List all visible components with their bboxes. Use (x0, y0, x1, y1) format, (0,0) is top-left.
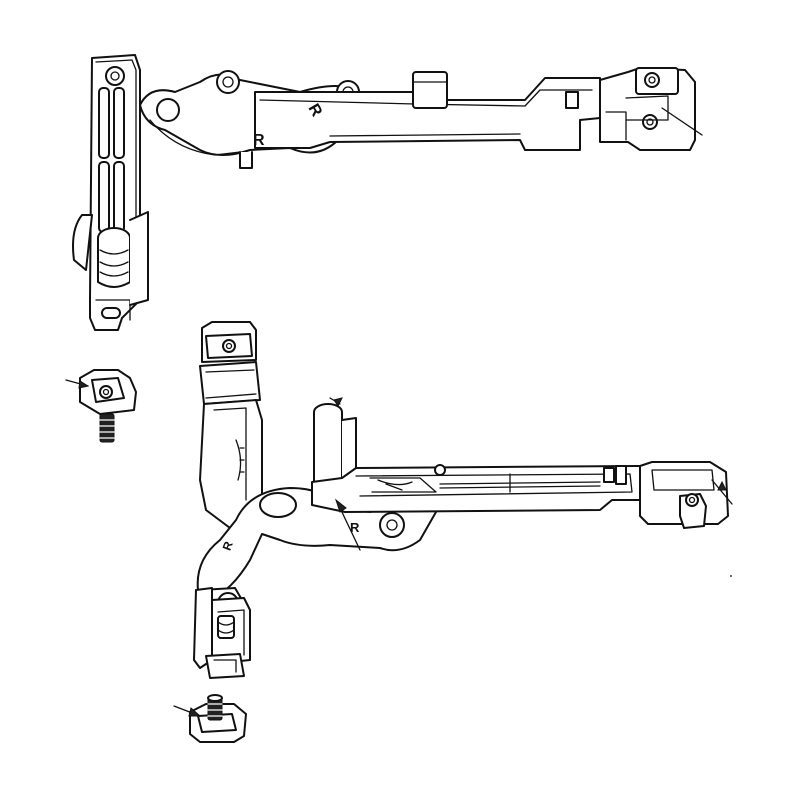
lower-top-clip (199, 321, 261, 405)
upper-horizontal-slide-rail (254, 71, 601, 151)
lower-hinge-assembly: R R (193, 321, 733, 679)
upper-end-bracket (599, 67, 703, 151)
upper-side-mark: R (253, 132, 265, 149)
lower-slide-mark: R (350, 520, 360, 535)
lower-callout-arrow (334, 498, 347, 513)
upper-hinge-assembly: R R (72, 54, 703, 331)
loose-clamp-screw-lower (173, 694, 247, 743)
lower-vertical-body (199, 399, 263, 529)
lower-vertical-leg (193, 587, 251, 679)
upper-pivot-cylinder (72, 211, 149, 306)
lower-horizontal-slide (311, 464, 643, 513)
stray-dot (730, 575, 732, 577)
lower-end-bracket (639, 461, 733, 529)
loose-clamp-screw-upper (65, 369, 137, 443)
lower-callout-line (339, 507, 361, 551)
